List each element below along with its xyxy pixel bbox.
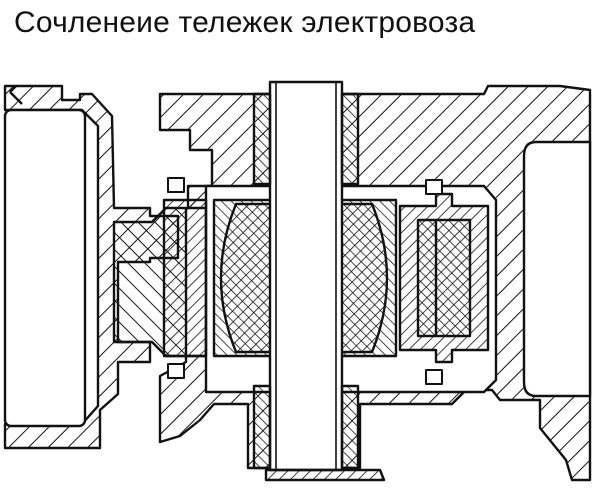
left-frame-hollow [3,108,87,428]
right-frame-hollow [522,140,592,398]
left-frame-break [9,85,23,105]
left-bearing-block [162,198,208,358]
bushing-top-left [252,92,272,186]
right-bearing-inner [416,218,472,338]
kingpin [268,80,344,472]
bushing-top-right [340,92,360,186]
kingpin-bottom-plate [264,468,386,482]
bushing-bottom-right [340,384,360,470]
diagram-title: Сочленеие тележек электровоза [14,6,476,39]
bushing-bottom-left [252,384,272,470]
bolts [167,177,443,385]
